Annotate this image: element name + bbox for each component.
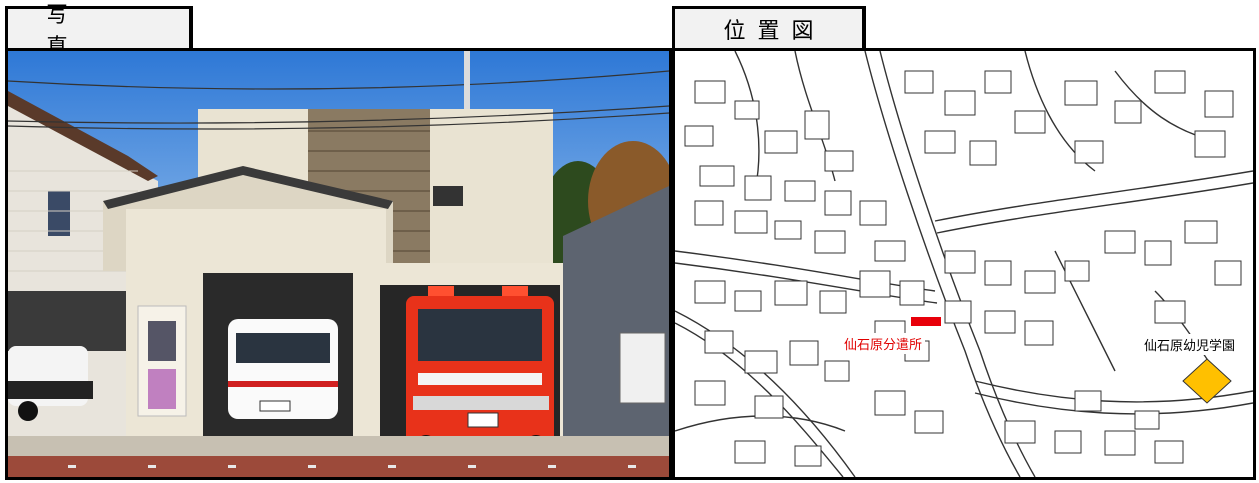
map-buildings: [684, 80, 944, 467]
station-marker: [911, 317, 941, 326]
location-map: 仙石原分遣所 仙石原幼児学園: [672, 48, 1256, 480]
photo-section-title: 写 真: [5, 3, 193, 60]
school-marker: [1182, 358, 1232, 404]
school-label: 仙石原幼児学園: [1141, 334, 1239, 355]
station-label: 仙石原分遣所: [841, 333, 926, 354]
photo-illustration: [8, 51, 669, 477]
street-map: [675, 51, 1253, 477]
fire-station-photo: [5, 48, 672, 480]
map-section-title: 位置図: [672, 6, 866, 48]
brick-sidewalk: [8, 456, 669, 477]
